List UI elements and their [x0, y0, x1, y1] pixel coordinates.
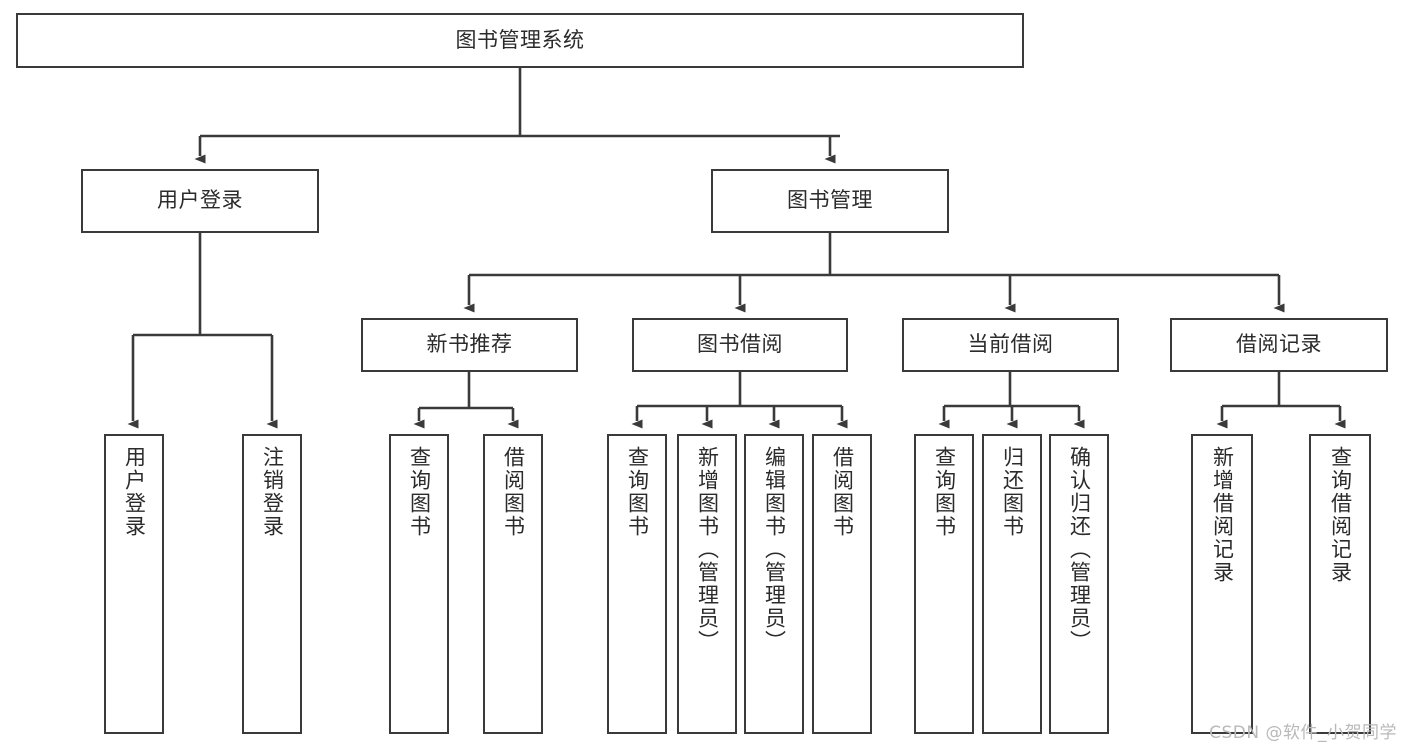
node-label: 查询图书 [932, 446, 957, 538]
node-new-book-recommend[interactable]: 新书推荐 [361, 318, 578, 372]
node-label: 归还图书 [1000, 446, 1025, 538]
node-leaf-borrow-book-recommend[interactable]: 借阅图书 [483, 434, 543, 734]
node-label: 新增图书（管理员） [695, 446, 720, 653]
node-label: 新增借阅记录 [1210, 446, 1235, 584]
node-label: 用户登录 [157, 188, 243, 213]
node-leaf-add-borrow-record[interactable]: 新增借阅记录 [1191, 434, 1253, 734]
node-label: 借阅记录 [1236, 332, 1322, 357]
node-label: 查询图书 [625, 446, 650, 538]
node-label: 注销登录 [260, 446, 285, 538]
node-user-login[interactable]: 用户登录 [81, 169, 319, 233]
node-label: 编辑图书（管理员） [762, 446, 787, 653]
node-label: 用户登录 [122, 446, 147, 538]
node-root-system[interactable]: 图书管理系统 [16, 13, 1024, 68]
node-leaf-query-book-recommend[interactable]: 查询图书 [389, 434, 449, 734]
node-leaf-confirm-return-admin[interactable]: 确认归还（管理员） [1049, 434, 1109, 734]
node-label: 查询借阅记录 [1328, 446, 1353, 584]
node-leaf-query-borrow-record[interactable]: 查询借阅记录 [1309, 434, 1371, 734]
node-label: 图书借阅 [697, 332, 783, 357]
node-borrow-record[interactable]: 借阅记录 [1170, 318, 1388, 372]
node-label: 确认归还（管理员） [1067, 446, 1092, 653]
node-label: 新书推荐 [426, 332, 513, 357]
node-label: 图书管理 [787, 188, 873, 213]
node-label: 当前借阅 [967, 332, 1054, 357]
node-leaf-user-login[interactable]: 用户登录 [104, 434, 164, 734]
node-leaf-add-book-admin[interactable]: 新增图书（管理员） [677, 434, 737, 734]
node-label: 借阅图书 [830, 446, 855, 538]
node-current-borrow[interactable]: 当前借阅 [902, 318, 1119, 372]
node-leaf-borrow-book[interactable]: 借阅图书 [812, 434, 872, 734]
node-label: 查询图书 [407, 446, 432, 538]
node-label: 借阅图书 [501, 446, 526, 538]
csdn-watermark: CSDN @软件_小贺同学 [1209, 723, 1397, 743]
node-leaf-edit-book-admin[interactable]: 编辑图书（管理员） [744, 434, 804, 734]
node-leaf-query-book-current[interactable]: 查询图书 [914, 434, 974, 734]
node-label: 图书管理系统 [455, 27, 585, 52]
node-leaf-logout[interactable]: 注销登录 [242, 434, 302, 734]
node-book-management[interactable]: 图书管理 [711, 169, 949, 233]
node-book-borrow[interactable]: 图书借阅 [632, 318, 848, 372]
node-leaf-query-book-borrow[interactable]: 查询图书 [607, 434, 667, 734]
node-leaf-return-book[interactable]: 归还图书 [982, 434, 1042, 734]
